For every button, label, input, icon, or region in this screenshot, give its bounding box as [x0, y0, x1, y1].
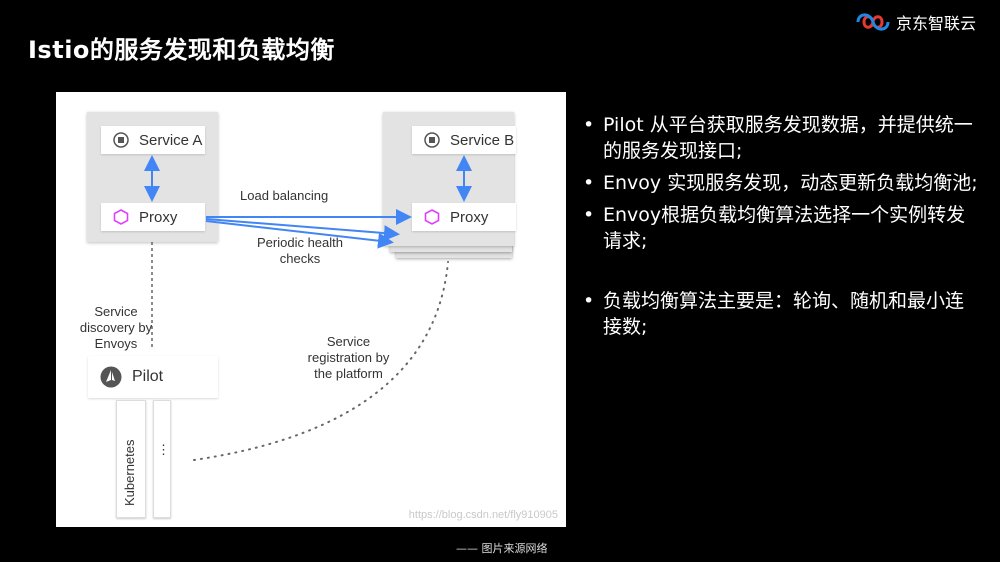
image-source-caption: —— 图片来源网络	[456, 542, 548, 555]
service-icon	[424, 132, 440, 148]
kubernetes-platform	[116, 400, 146, 518]
service-b-box: Service B	[412, 126, 516, 154]
registration-dotted-curve	[193, 261, 449, 461]
hexagon-icon	[424, 209, 440, 225]
pilot-label: Pilot	[132, 368, 164, 385]
brand-name: 京东智联云	[895, 14, 976, 33]
service-discovery-label: Service discovery by Envoys	[79, 304, 153, 351]
health-check-arrow-1	[205, 218, 400, 242]
brand-logo: 京东智联云	[854, 10, 976, 34]
more-platforms-ellipsis: ⋮	[157, 442, 170, 457]
service-registration-label: Service registration by the platform	[307, 334, 390, 381]
istio-diagram: Service A Proxy Service B Proxy	[56, 92, 566, 527]
health-checks-label: Periodic health checks	[257, 235, 343, 266]
proxy-a-label: Proxy	[139, 208, 178, 226]
watermark: https://blog.csdn.net/fly910905	[408, 509, 558, 521]
jd-cloud-logo-icon	[856, 13, 890, 31]
proxy-b-label: Proxy	[450, 208, 489, 226]
load-balancing-label: Load balancing	[240, 188, 329, 203]
service-a-label: Service A	[139, 131, 203, 149]
health-check-arrow-2	[205, 220, 394, 249]
kubernetes-label: Kubernetes	[122, 439, 137, 507]
hexagon-icon	[113, 209, 129, 225]
proxy-a-box: Proxy	[101, 203, 205, 231]
bullet-item: Envoy 实现服务发现，动态更新负载均衡池;	[583, 170, 978, 196]
pilot-sail-icon	[100, 366, 122, 388]
diagram-connectors	[144, 155, 472, 461]
bullet-item: Envoy根据负载均衡算法选择一个实例转发请求;	[583, 202, 978, 254]
service-b-label: Service B	[450, 131, 515, 149]
bullet-item: 负载均衡算法主要是：轮询、随机和最小连接数;	[583, 288, 978, 340]
bullet-item: Pilot 从平台获取服务发现数据，并提供统一的服务发现接口;	[583, 112, 978, 164]
other-platform	[153, 400, 171, 518]
service-icon	[113, 132, 129, 148]
pilot-box: Pilot	[88, 356, 218, 398]
service-a-box: Service A	[101, 126, 205, 154]
slide-title: Istio的服务发现和负载均衡	[28, 36, 335, 64]
bullet-list: Pilot 从平台获取服务发现数据，并提供统一的服务发现接口; Envoy 实现…	[583, 112, 978, 346]
proxy-b-box: Proxy	[412, 203, 516, 231]
